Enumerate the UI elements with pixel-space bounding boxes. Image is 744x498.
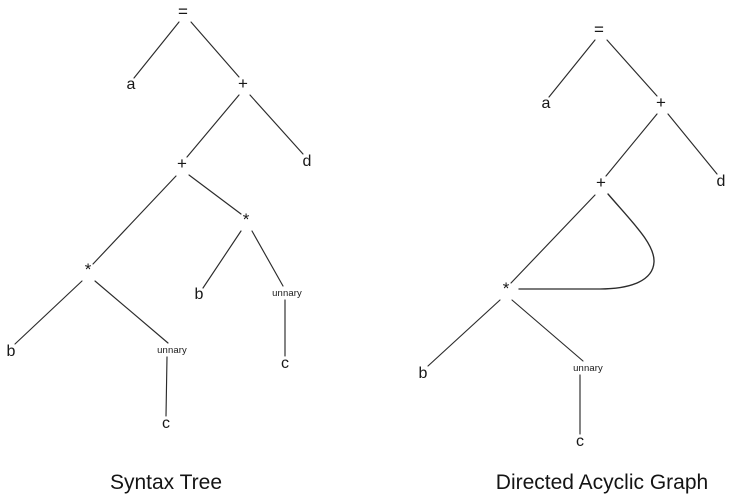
edge-plus2-to-mul2 — [188, 174, 242, 215]
node-dag-unary[interactable]: unnary — [573, 363, 603, 374]
syntax-tree-edges — [14, 21, 304, 417]
edge-plus2-to-mul1 — [92, 175, 177, 265]
node-syntax-d[interactable]: d — [303, 153, 312, 170]
node-syntax-b-2[interactable]: b — [195, 286, 204, 303]
edge-dag-eq-to-a — [548, 39, 596, 98]
node-syntax-c-2[interactable]: c — [281, 355, 289, 372]
edge-mul2-to-unary2 — [251, 230, 284, 287]
panel-directed-acyclic-graph: = a + + d * b unnary c Directed Acyclic … — [419, 20, 726, 494]
edge-eq-to-a — [133, 21, 180, 79]
dag-edges — [427, 39, 718, 435]
node-syntax-mul-1[interactable]: * — [85, 260, 92, 279]
node-dag-mul[interactable]: * — [503, 279, 510, 298]
edge-unary1-to-c1 — [165, 356, 168, 417]
panel-syntax-tree: = a + + d * * b unnary c b unnary c Synt… — [7, 2, 312, 494]
edge-plus1-to-plus2 — [186, 94, 240, 158]
edge-dag-plus1-to-d — [667, 113, 718, 175]
edge-eq-to-plus — [190, 21, 240, 78]
edge-dag-mul-to-b — [427, 299, 501, 367]
caption-directed-acyclic-graph: Directed Acyclic Graph — [496, 471, 708, 494]
edge-dag-eq-to-plus — [606, 39, 658, 97]
edge-dag-plus1-to-plus2 — [605, 113, 658, 177]
syntax-tree-nodes: = a + + d * * b unnary c b unnary c — [7, 2, 312, 432]
edge-dag-plus2-to-mul — [510, 194, 596, 284]
node-syntax-assign[interactable]: = — [178, 2, 188, 21]
node-dag-plus-1[interactable]: + — [656, 93, 666, 112]
node-syntax-mul-2[interactable]: * — [243, 210, 250, 229]
node-syntax-plus-1[interactable]: + — [238, 74, 248, 93]
node-dag-assign[interactable]: = — [594, 20, 604, 39]
node-syntax-a[interactable]: a — [127, 76, 136, 93]
node-dag-d[interactable]: d — [717, 173, 726, 190]
edge-plus1-to-d — [249, 94, 304, 155]
edge-dag-plus2-to-mul-shared — [518, 193, 655, 290]
caption-syntax-tree: Syntax Tree — [110, 471, 222, 494]
node-syntax-plus-2[interactable]: + — [177, 154, 187, 173]
node-syntax-c-1[interactable]: c — [162, 415, 170, 432]
node-syntax-unary-1[interactable]: unnary — [157, 345, 187, 356]
node-dag-plus-2[interactable]: + — [596, 173, 606, 192]
edge-dag-mul-to-unary — [511, 299, 584, 362]
node-syntax-unary-2[interactable]: unnary — [272, 288, 302, 299]
node-dag-b[interactable]: b — [419, 365, 428, 382]
node-dag-c[interactable]: c — [576, 433, 584, 450]
dag-nodes: = a + + d * b unnary c — [419, 20, 726, 450]
edge-mul2-to-b2 — [202, 230, 242, 289]
edge-mul1-to-b — [14, 280, 83, 345]
edge-mul1-to-unary1 — [94, 280, 169, 344]
node-syntax-b-1[interactable]: b — [7, 343, 16, 360]
node-dag-a[interactable]: a — [542, 95, 551, 112]
